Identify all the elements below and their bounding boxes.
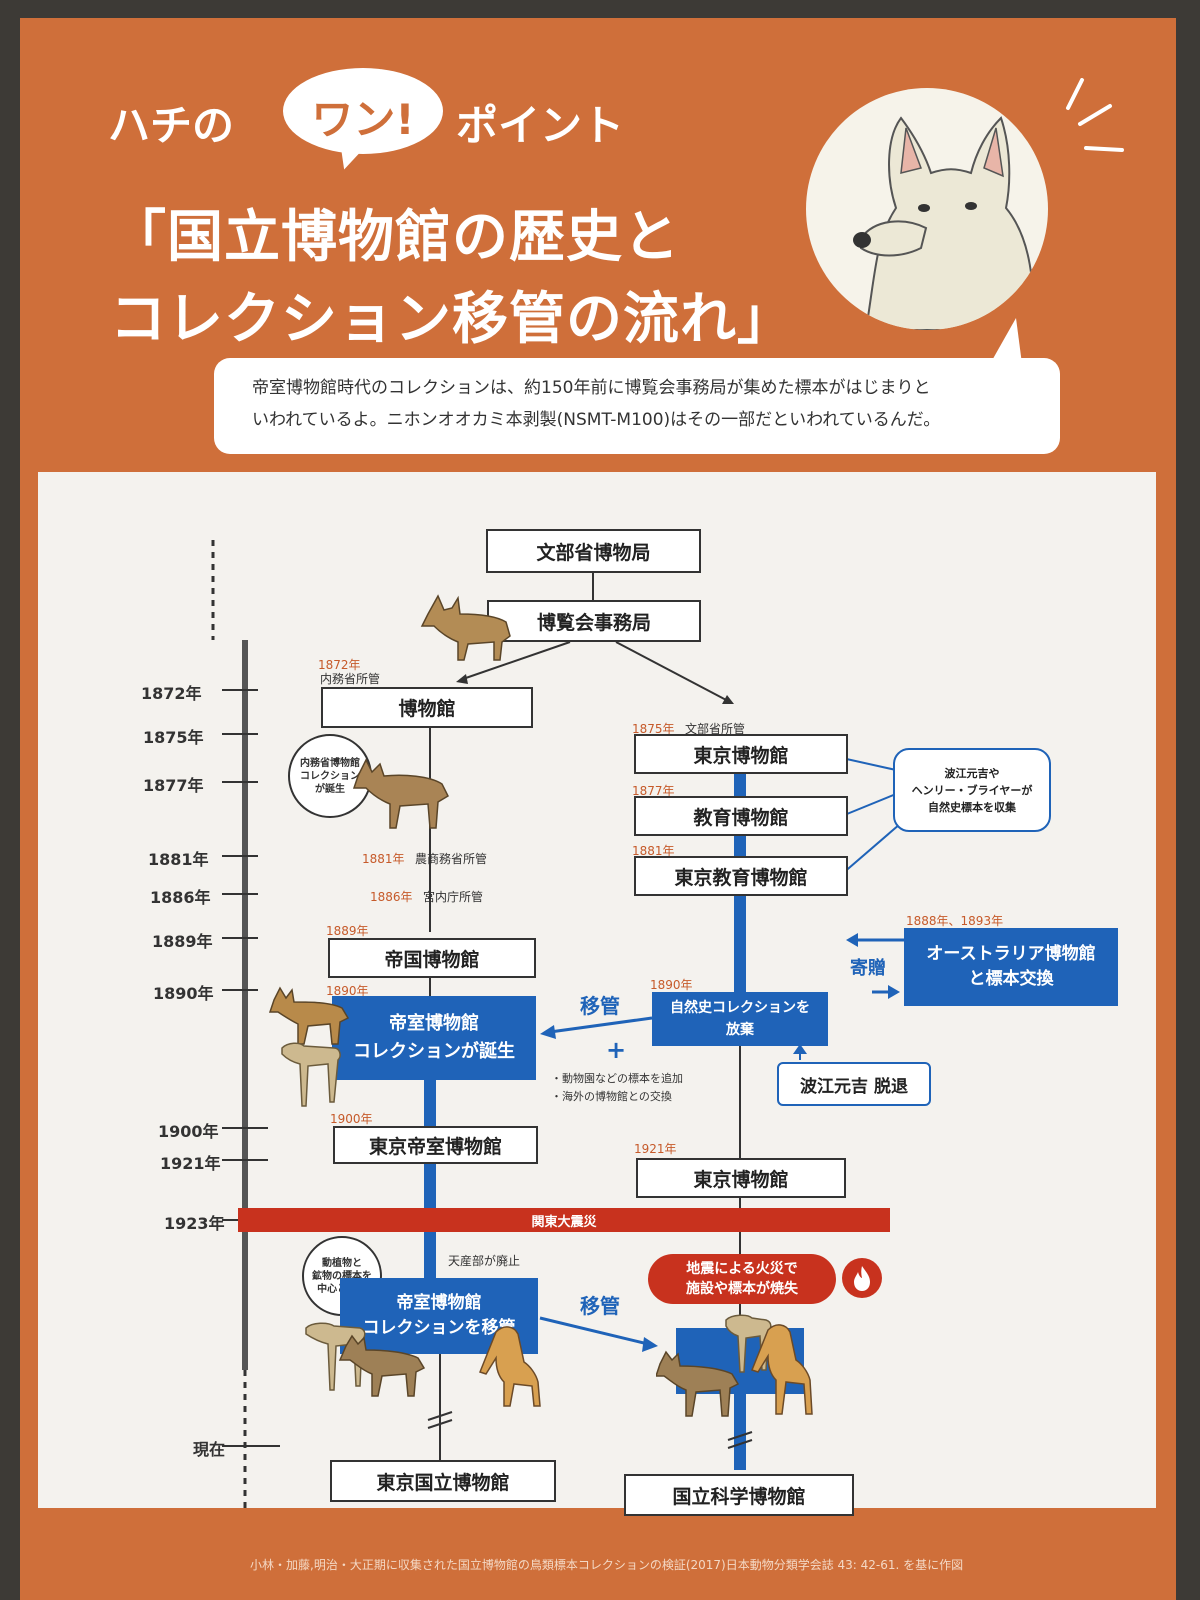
year-tag: 1881年 <box>362 852 405 866</box>
year-label: 現在 <box>193 1440 226 1459</box>
speech-text: 帝室博物館時代のコレクションは、約150年前に博覧会事務局が集めた標本がはじまり… <box>252 372 1052 436</box>
year-label: 1889年 <box>152 932 213 951</box>
tokyo-national-museum-box: 東京国立博物館 <box>330 1460 556 1502</box>
circle-line: 鉱物の標本を <box>312 1270 372 1282</box>
box-line: コレクションを移管 <box>362 1318 516 1338</box>
plus-sign: + <box>606 1036 627 1064</box>
box-line: オーストラリア博物館 <box>926 944 1096 964</box>
year-label: 1881年 <box>148 850 209 869</box>
dog-icon <box>853 116 1034 330</box>
box-line: 施設や標本が焼失 <box>686 1281 798 1297</box>
year-tag: 1877年 <box>632 784 675 798</box>
box-line: 帝室博物館 <box>396 1293 482 1313</box>
imperial-museum-box: 帝国博物館 <box>328 938 536 978</box>
australian-museum-exchange-box: オーストラリア博物館 と標本交換 <box>904 928 1118 1006</box>
year-tag: 1890年 <box>326 984 369 998</box>
title-prefix: ハチの <box>108 101 235 150</box>
page-title-line1: 「国立博物館の歴史と <box>110 205 680 270</box>
year-label: 1875年 <box>143 728 204 747</box>
year-tag: 1886年 <box>370 890 413 904</box>
year-label: 1900年 <box>158 1122 219 1141</box>
ministry-note: 宮内庁所管 <box>423 890 484 904</box>
national-science-museum-box: 国立科学博物館 <box>624 1474 854 1516</box>
page-title-line2: コレクション移管の流れ」 <box>110 287 794 352</box>
circle-line: コレクション <box>300 770 360 782</box>
surprise-lines-icon <box>1066 78 1124 152</box>
hakubutsukan-box: 博物館 <box>321 687 533 728</box>
citation: 小林・加藤,明治・大正期に収集された国立博物館の鳥類標本コレクションの検証(20… <box>250 1558 964 1572</box>
ministry-note: 農商務省所管 <box>415 852 488 866</box>
year-tag: 1889年 <box>326 924 369 938</box>
ministry-note: 内務省所管 <box>320 672 381 686</box>
year-tag: 1881年 <box>632 844 675 858</box>
speech-bubble-tail <box>990 318 1022 364</box>
year-tag: 1900年 <box>330 1112 373 1126</box>
circle-line: 内務省博物館 <box>300 757 360 769</box>
tokyo-imperial-museum-box: 東京帝室博物館 <box>333 1126 538 1164</box>
wolf-and-skeleton-specimens-icon <box>268 986 350 1107</box>
box-line: ヘンリー・ブライヤーが <box>911 783 1033 797</box>
transferred-specimens-icon <box>656 1314 813 1417</box>
flame-icon <box>854 1266 870 1291</box>
box-line: 地震による火災で <box>686 1261 798 1277</box>
box-line: と標本交換 <box>968 969 1054 989</box>
speech-line1: 帝室博物館時代のコレクションは、約150年前に博覧会事務局が集めた標本がはじまり… <box>252 378 931 398</box>
donation-label: 寄贈 <box>850 958 886 979</box>
transfer-label: 移管 <box>580 1294 620 1318</box>
fire-icon <box>842 1258 882 1298</box>
year-label: 1877年 <box>143 776 204 795</box>
monbusho-museum-bureau-box: 文部省博物局 <box>486 529 701 573</box>
circle-line: が誕生 <box>315 783 345 795</box>
tokyo-museum-box: 東京博物館 <box>634 734 848 774</box>
box-line: 自然史標本を収集 <box>928 800 1016 814</box>
namie-resign-box: 波江元吉 脱退 <box>777 1062 931 1106</box>
circle-line: 動植物と <box>322 1257 362 1269</box>
animal-specimens-group-icon <box>305 1322 541 1407</box>
natural-history-abandon-box: 自然史コレクションを 放棄 <box>652 992 828 1046</box>
year-label: 1890年 <box>153 984 214 1003</box>
year-label: 1923年 <box>164 1214 225 1233</box>
wolf-specimen-icon <box>420 594 511 661</box>
box-line: コレクションが誕生 <box>353 1041 515 1062</box>
tokyo-museum-1921-box: 東京博物館 <box>636 1158 846 1198</box>
abolished-note: 天産部が廃止 <box>448 1254 521 1268</box>
box-line: 放棄 <box>726 1022 754 1038</box>
expo-office-box: 博覧会事務局 <box>487 600 701 642</box>
imperial-collection-born-box: 帝室博物館 コレクションが誕生 <box>332 996 536 1080</box>
wolf-specimen-icon <box>352 758 449 829</box>
hachi-dog-illustration <box>806 88 1048 330</box>
transfer-label: 移管 <box>580 994 620 1018</box>
ministry-note: 文部省所管 <box>685 722 746 736</box>
box-line: 帝室博物館 <box>389 1013 479 1034</box>
collectors-note-box: 波江元吉や ヘンリー・ブライヤーが 自然史標本を収集 <box>893 748 1051 832</box>
year-tag: 1921年 <box>634 1142 677 1156</box>
fire-note: 地震による火災で 施設や標本が焼失 <box>648 1254 836 1304</box>
box-line: 波江元吉や <box>944 766 1000 780</box>
wan-speech-bubble <box>283 68 443 154</box>
year-tag: 1888年、1893年 <box>906 914 1004 928</box>
plus-note: ・海外の博物館との交換 <box>551 1090 672 1103</box>
year-label: 1872年 <box>141 684 202 703</box>
year-label: 1921年 <box>160 1154 221 1173</box>
tokyo-education-museum-box: 東京教育博物館 <box>634 856 848 896</box>
great-kanto-earthquake-banner: 関東大震災 <box>238 1208 890 1232</box>
speech-bubble <box>214 358 1060 454</box>
year-tag: 1872年 <box>318 658 361 672</box>
year-label: 1886年 <box>150 888 211 907</box>
title-badge: ワン! <box>311 95 415 144</box>
year-tag: 1890年 <box>650 978 693 992</box>
plus-note: ・動物園などの標本を追加 <box>551 1072 683 1085</box>
box-line: 自然史コレクションを <box>670 1000 810 1016</box>
title-suffix: ポイント <box>456 101 625 150</box>
year-tag: 1875年 <box>632 722 675 736</box>
imperial-collection-transfer-box: 帝室博物館 コレクションを移管 <box>340 1278 538 1354</box>
speech-line2: いわれているよ。ニホンオオカミ本剥製(NSMT-M100)はその一部だといわれて… <box>252 410 941 430</box>
education-museum-box: 教育博物館 <box>634 796 848 836</box>
